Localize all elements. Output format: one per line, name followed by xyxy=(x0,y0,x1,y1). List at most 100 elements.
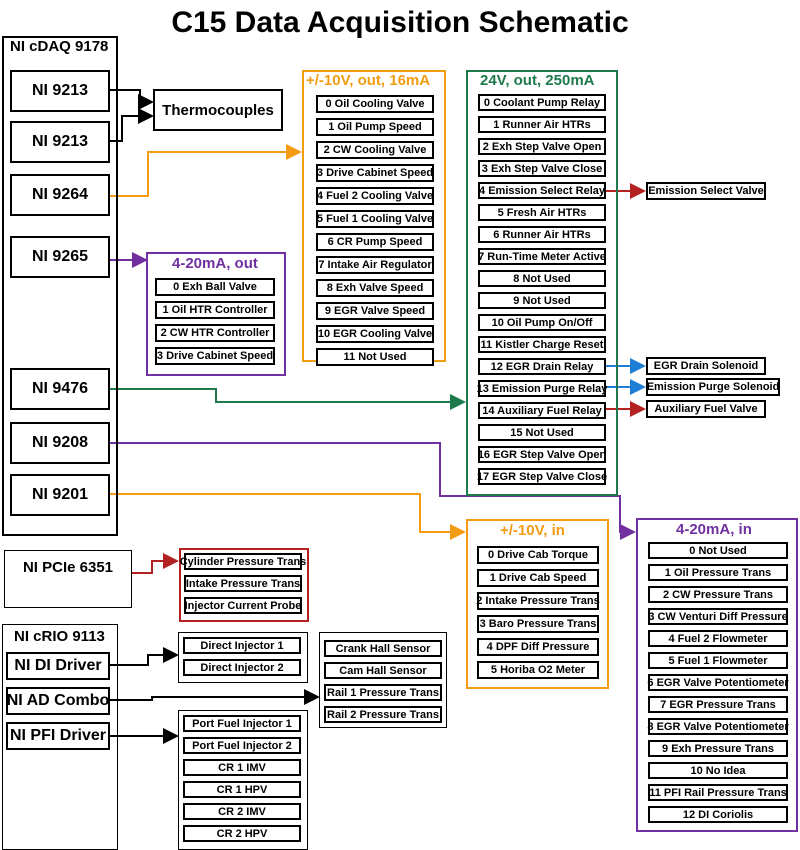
ai-4-20-item: 10 No Idea xyxy=(648,762,788,779)
ao-4-20-item: 1 Oil HTR Controller xyxy=(155,301,275,319)
do-24v-item: 6 Runner Air HTRs xyxy=(478,226,606,243)
do-24v-list: 0 Coolant Pump Relay 1 Runner Air HTRs 2… xyxy=(477,94,607,490)
module-ni-9208: NI 9208 xyxy=(10,422,110,464)
ao-10v-item: 7 Intake Air Regulator xyxy=(316,256,434,274)
egr-drain-solenoid: EGR Drain Solenoid xyxy=(646,357,766,375)
module-ni-9264: NI 9264 xyxy=(10,174,110,216)
pcie-inputs-list: Cylinder Pressure Trans Intake Pressure … xyxy=(180,553,306,619)
ao-10v-item: 8 Exh Valve Speed xyxy=(316,279,434,297)
do-24v-label: 24V, out, 250mA xyxy=(480,72,595,89)
do-24v-item: 0 Coolant Pump Relay xyxy=(478,94,606,111)
module-ni-9201: NI 9201 xyxy=(10,474,110,516)
crio-ad-combo: NI AD Combo xyxy=(6,687,110,715)
ao-4-20-item: 2 CW HTR Controller xyxy=(155,324,275,342)
crio-di-driver: NI DI Driver xyxy=(6,652,110,680)
ad-input: Cam Hall Sensor xyxy=(324,662,442,679)
ai-10v-item: 5 Horiba O2 Meter xyxy=(477,661,599,679)
do-24v-item: 13 Emission Purge Relay xyxy=(477,380,607,397)
ao-10v-item: 1 Oil Pump Speed xyxy=(316,118,434,136)
do-24v-item: 3 Exh Step Valve Close xyxy=(478,160,606,177)
ai-4-20-item: 7 EGR Pressure Trans xyxy=(648,696,788,713)
do-24v-item: 2 Exh Step Valve Open xyxy=(478,138,606,155)
ai-10v-label: +/-10V, in xyxy=(500,522,565,539)
pfi-outputs-list: Port Fuel Injector 1 Port Fuel Injector … xyxy=(183,715,301,847)
ao-10v-item: 5 Fuel 1 Cooling Valve xyxy=(316,210,434,228)
ai-4-20-item: 3 CW Venturi Diff Pressure xyxy=(648,608,788,625)
ai-10v-group xyxy=(466,519,609,689)
do-24v-item: 14 Auxiliary Fuel Relay xyxy=(478,402,606,419)
wire-di-driver xyxy=(110,647,179,666)
ad-inputs-list: Crank Hall Sensor Cam Hall Sensor Rail 1… xyxy=(324,640,442,728)
ai-4-20-item: 2 CW Pressure Trans xyxy=(648,586,788,603)
pcie-6351: NI PCIe 6351 xyxy=(4,550,132,608)
do-24v-item: 16 EGR Step Valve Open xyxy=(478,446,606,463)
ad-input: Crank Hall Sensor xyxy=(324,640,442,657)
ai-4-20-item: 4 Fuel 2 Flowmeter xyxy=(648,630,788,647)
ai-10v-list: 0 Drive Cab Torque 1 Drive Cab Speed 2 I… xyxy=(476,546,600,684)
cdaq-chassis xyxy=(2,36,118,536)
ai-4-20-item: 9 Exh Pressure Trans xyxy=(648,740,788,757)
module-ni-9213-b: NI 9213 xyxy=(10,121,110,163)
wire-9201-ai10v xyxy=(110,493,466,540)
do-24v-item: 1 Runner Air HTRs xyxy=(478,116,606,133)
ad-input: Rail 1 Pressure Trans xyxy=(324,684,442,701)
ao-10v-item: 3 Drive Cabinet Speed xyxy=(316,164,434,182)
ao-4-20-item: 0 Exh Ball Valve xyxy=(155,278,275,296)
ao-10v-list: 0 Oil Cooling Valve 1 Oil Pump Speed 2 C… xyxy=(316,95,434,371)
pfi-output: Port Fuel Injector 2 xyxy=(183,737,301,754)
ad-input: Rail 2 Pressure Trans xyxy=(324,706,442,723)
ai-4-20-item: 6 EGR Valve Potentiometer xyxy=(647,674,789,691)
emission-purge-solenoid: Emission Purge Solenoid xyxy=(646,378,780,396)
do-24v-group xyxy=(466,70,618,496)
ao-10v-item: 10 EGR Cooling Valve xyxy=(316,325,434,343)
di-outputs-group xyxy=(178,632,308,683)
do-24v-item: 5 Fresh Air HTRs xyxy=(478,204,606,221)
ai-4-20-label: 4-20mA, in xyxy=(676,521,752,538)
ai-4-20-item: 12 DI Coriolis xyxy=(648,806,788,823)
do-24v-item: 11 Kistler Charge Reset xyxy=(478,336,606,353)
pcie-input: Intake Pressure Trans xyxy=(184,575,302,592)
do-24v-item: 17 EGR Step Valve Close xyxy=(477,468,607,485)
thermocouples-box: Thermocouples xyxy=(153,89,283,131)
wire-ad-combo xyxy=(110,689,320,705)
wire-9476-do24v xyxy=(110,388,466,410)
do-24v-item: 10 Oil Pump On/Off xyxy=(478,314,606,331)
pfi-output: CR 2 IMV xyxy=(183,803,301,820)
ai-4-20-item: 11 PFI Rail Pressure Trans xyxy=(648,784,788,801)
pcie-input: Cylinder Pressure Trans xyxy=(180,553,306,570)
wire-9213a-thermocouples xyxy=(110,89,154,110)
pcie-input: Injector Current Probe xyxy=(184,597,302,614)
auxiliary-fuel-valve: Auxiliary Fuel Valve xyxy=(646,400,766,418)
crio-pfi-driver: NI PFI Driver xyxy=(6,722,110,750)
ai-4-20-item: 1 Oil Pressure Trans xyxy=(648,564,788,581)
do-24v-item: 8 Not Used xyxy=(478,270,606,287)
module-ni-9476: NI 9476 xyxy=(10,368,110,410)
pfi-output: CR 1 IMV xyxy=(183,759,301,776)
crio-label: NI cRIO 9113 xyxy=(14,628,105,645)
do-24v-item: 15 Not Used xyxy=(478,424,606,441)
ao-10v-item: 2 CW Cooling Valve xyxy=(316,141,434,159)
ai-4-20-item: 0 Not Used xyxy=(648,542,788,559)
page-title: C15 Data Acquisition Schematic xyxy=(171,6,629,39)
ao-10v-item: 9 EGR Valve Speed xyxy=(316,302,434,320)
di-output: Direct Injector 1 xyxy=(183,637,301,654)
ai-4-20-item: 5 Fuel 1 Flowmeter xyxy=(648,652,788,669)
ai-10v-item: 4 DPF Diff Pressure xyxy=(477,638,599,656)
ai-10v-item: 0 Drive Cab Torque xyxy=(477,546,599,564)
pfi-output: CR 1 HPV xyxy=(183,781,301,798)
do-24v-item: 9 Not Used xyxy=(478,292,606,309)
ad-inputs-group xyxy=(319,632,447,728)
ao-4-20-item: 3 Drive Cabinet Speed xyxy=(155,347,275,365)
ao-10v-item: 0 Oil Cooling Valve xyxy=(316,95,434,113)
ao-10v-item: 6 CR Pump Speed xyxy=(316,233,434,251)
ao-4-20-label: 4-20mA, out xyxy=(172,255,258,272)
do-24v-item: 4 Emission Select Relay xyxy=(478,182,606,199)
do-24v-item: 12 EGR Drain Relay xyxy=(478,358,606,375)
ai-10v-item: 1 Drive Cab Speed xyxy=(477,569,599,587)
emission-select-valve: Emission Select Valve xyxy=(646,182,766,200)
ai-10v-item: 2 Intake Pressure Trans xyxy=(476,592,600,610)
wire-pcie xyxy=(132,553,179,574)
do-24v-item: 7 Run-Time Meter Active xyxy=(478,248,606,265)
module-ni-9213-a: NI 9213 xyxy=(10,70,110,112)
ao-4-20-group xyxy=(146,252,286,376)
